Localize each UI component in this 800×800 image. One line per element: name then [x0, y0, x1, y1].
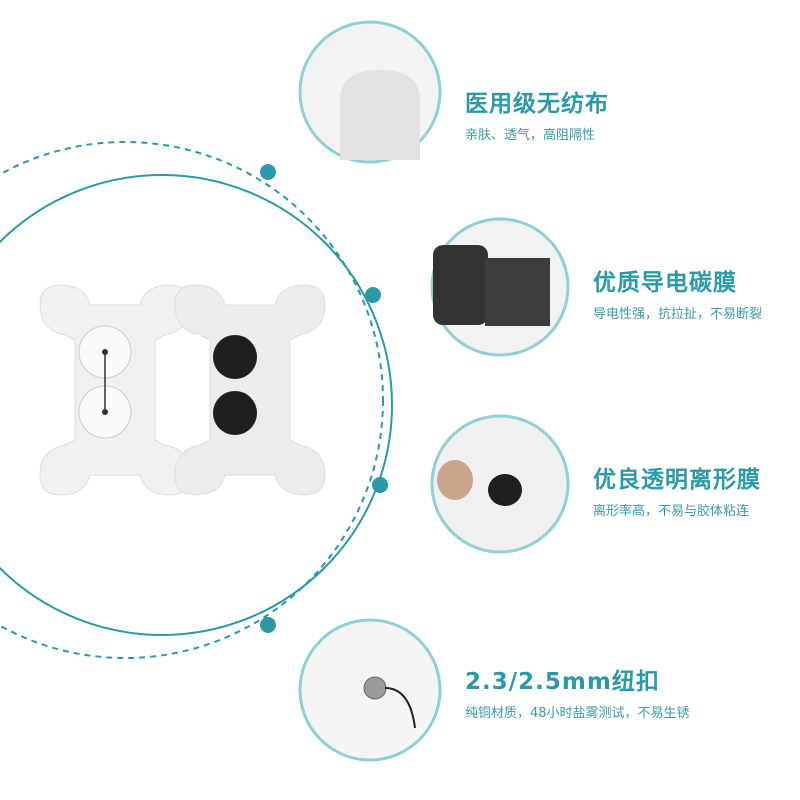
outer-dashed-ring: [0, 141, 384, 659]
ring-dot: [365, 287, 381, 303]
feature-desc: 导电性强，抗拉扯，不易断裂: [593, 307, 763, 322]
feature-desc: 离形率高，不易与胶体粘连: [593, 504, 750, 519]
release-film-photo: [430, 414, 570, 554]
feature-title: 优良透明离形膜: [593, 467, 761, 493]
feature-carbon-film: 优质导电碳膜 导电性强，抗拉扯，不易断裂: [593, 263, 762, 322]
inner-solid-ring: [0, 174, 393, 636]
snap-button-photo: [298, 618, 442, 762]
non-woven-fabric-photo: [298, 20, 442, 164]
feature-desc: 亲肤、透气，高阻隔性: [465, 128, 596, 143]
feature-title: 优质导电碳膜: [593, 270, 737, 296]
electrode-patch-back: [174, 284, 326, 496]
ring-dot: [372, 477, 388, 493]
feature-release-film: 优良透明离形膜 离形率高，不易与胶体粘连: [593, 460, 761, 519]
ring-dot: [260, 164, 276, 180]
ring-dot: [260, 617, 276, 633]
feature-non-woven: 医用级无纺布 亲肤、透气，高阻隔性: [465, 84, 609, 143]
feature-snap-button: 2.3/2.5mm纽扣 纯铜材质，48小时盐雾测试，不易生锈: [465, 662, 690, 721]
electrode-patch-front: [39, 284, 191, 496]
carbon-film-roll-photo: [430, 217, 570, 357]
feature-title: 2.3/2.5mm纽扣: [465, 669, 660, 695]
feature-desc: 纯铜材质，48小时盐雾测试，不易生锈: [465, 706, 690, 721]
feature-title: 医用级无纺布: [465, 91, 609, 117]
